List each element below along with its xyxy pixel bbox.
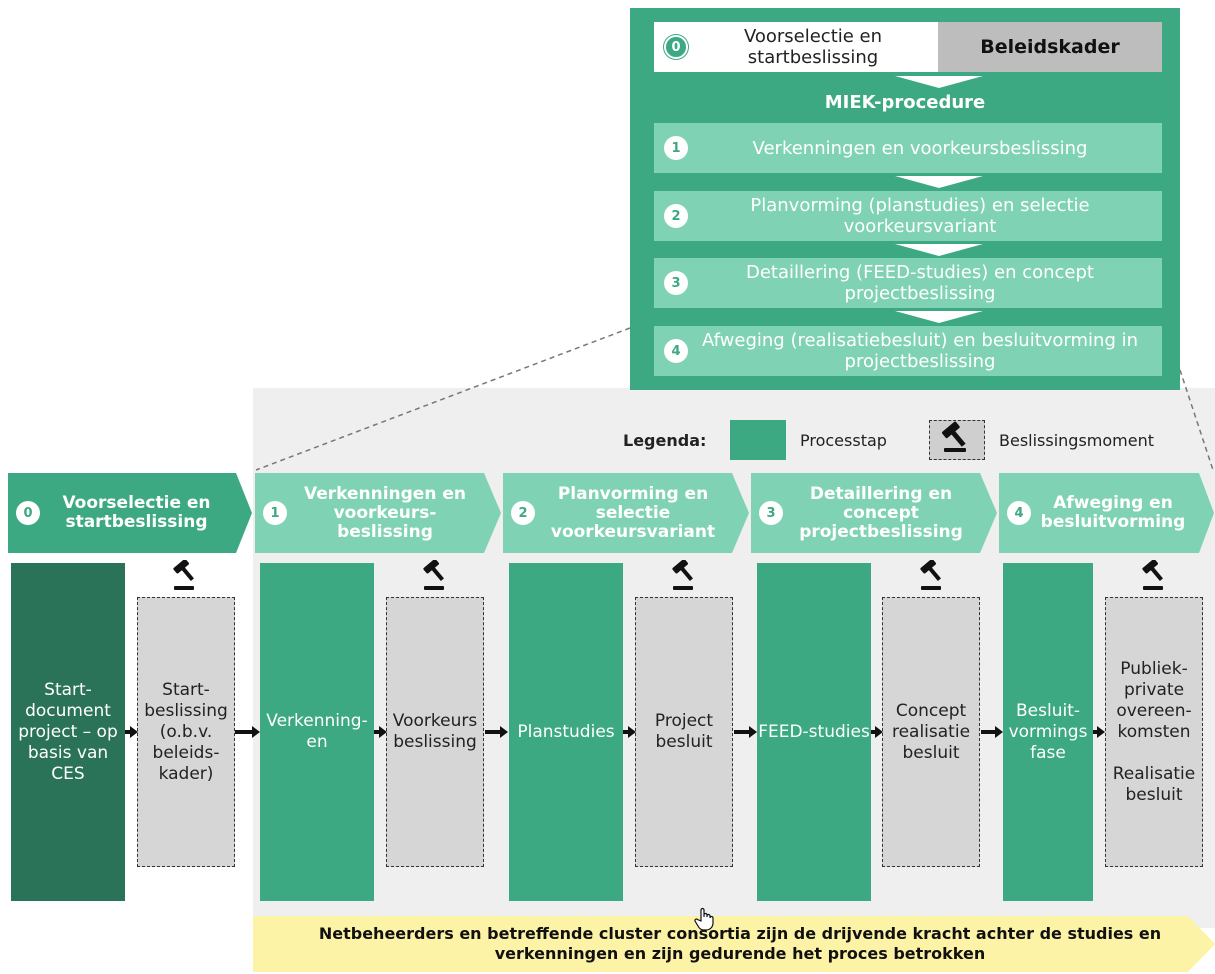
- decision-moment-4: Publiek-private overeen-komsten Realisat…: [1105, 597, 1203, 867]
- down-chevron-icon: [895, 76, 983, 88]
- phase-1-title: Verkenningen en voorkeurs-beslissing: [303, 483, 466, 542]
- arrow-head-icon: [500, 726, 508, 738]
- miek-step-0-label: Voorselectie en startbeslissing: [743, 26, 883, 68]
- gavel-icon: [942, 421, 966, 452]
- miek-step-2-label: Planvorming (planstudies) en selectie vo…: [750, 195, 1090, 237]
- stakeholder-banner: [253, 916, 1215, 972]
- phase-4-header: 4 Afweging en besluitvorming: [999, 473, 1215, 553]
- phase-3-title: Detaillering en concept projectbeslissin…: [799, 483, 963, 542]
- legend-decision-label: Beslissingsmoment: [999, 431, 1155, 450]
- flow-arrow: [125, 730, 131, 734]
- arrow-head-icon: [749, 726, 757, 738]
- miek-step-1-label: Verkenningen en voorkeursbeslissing: [752, 137, 1088, 159]
- hand-cursor-icon: [694, 907, 714, 931]
- step-number-badge: 3: [664, 271, 688, 295]
- phase-4-title: Afweging en besluitvorming: [1040, 493, 1186, 532]
- gavel-icon: [173, 560, 194, 590]
- phase-0-title: Voorselectie en startbeslissing: [62, 493, 211, 532]
- phase-2-title: Planvorming en selectie voorkeursvariant: [550, 483, 716, 542]
- arrow-head-icon: [875, 726, 883, 738]
- gavel-icon: [1142, 560, 1163, 590]
- flow-arrow: [1093, 730, 1098, 734]
- miek-procedure-title: MIEK-procedure: [824, 92, 986, 113]
- flow-arrow: [485, 730, 501, 734]
- arrow-head-icon: [995, 726, 1003, 738]
- arrow-head-icon: [628, 726, 636, 738]
- process-step-4: Besluit-vormings fase: [1003, 563, 1093, 901]
- miek-step-3: 3 Detaillering (FEED-studies) en concept…: [654, 258, 1162, 308]
- legend-title: Legenda:: [623, 431, 707, 450]
- down-chevron-icon: [895, 176, 983, 188]
- legend-decision-swatch: [929, 420, 985, 460]
- flow-arrow: [871, 730, 876, 734]
- step-number-badge: 0: [664, 35, 688, 59]
- miek-step-2: 2 Planvorming (planstudies) en selectie …: [654, 191, 1162, 241]
- miek-step-4-label: Afweging (realisatiebesluit) en besluitv…: [701, 330, 1139, 372]
- miek-step-3-label: Detaillering (FEED-studies) en concept p…: [746, 262, 1094, 304]
- arrow-head-icon: [130, 726, 138, 738]
- phase-0-header: 0 Voorselectie en startbeslissing: [8, 473, 253, 553]
- step-number-badge: 3: [759, 501, 783, 525]
- step-number-badge: 0: [16, 501, 40, 525]
- miek-step-0: 0 Voorselectie en startbeslissing Beleid…: [654, 22, 1162, 72]
- gavel-icon: [672, 560, 693, 590]
- process-step-1: Verkenning-en: [260, 563, 374, 901]
- phase-1-header: 1 Verkenningen en voorkeurs-beslissing: [255, 473, 503, 553]
- decision-moment-0: Start-beslissing (o.b.v. beleids-kader): [137, 597, 235, 867]
- legend-process-label: Processtap: [800, 431, 887, 450]
- phase-1-chevron: [255, 473, 501, 553]
- step-number-badge: 2: [664, 204, 688, 228]
- step-number-badge: 1: [263, 501, 287, 525]
- flow-arrow: [374, 730, 380, 734]
- decision-moment-1: Voorkeurs beslissing: [386, 597, 484, 867]
- down-chevron-icon: [895, 311, 983, 323]
- miek-step-0-label-area: 0 Voorselectie en startbeslissing: [654, 22, 938, 72]
- phase-3-chevron: [751, 473, 997, 553]
- step-number-badge: 1: [664, 136, 688, 160]
- legend-process-swatch: [730, 420, 786, 460]
- step-number-badge: 4: [1007, 501, 1031, 525]
- arrow-head-icon: [1097, 726, 1105, 738]
- flow-arrow: [981, 730, 996, 734]
- stakeholder-banner-text: Netbeheerders en betreffende cluster con…: [318, 924, 1162, 963]
- phase-2-chevron: [503, 473, 749, 553]
- gavel-icon: [920, 560, 941, 590]
- miek-step-4: 4 Afweging (realisatiebesluit) en beslui…: [654, 326, 1162, 376]
- phase-3-header: 3 Detaillering en concept projectbesliss…: [751, 473, 999, 553]
- gavel-icon: [423, 560, 444, 590]
- flow-arrow: [235, 730, 253, 734]
- arrow-head-icon: [379, 726, 387, 738]
- miek-step-1: 1 Verkenningen en voorkeursbeslissing: [654, 123, 1162, 173]
- decision-moment-2: Project besluit: [635, 597, 733, 867]
- decision-moment-3: Concept realisatie besluit: [882, 597, 980, 867]
- phase-0-chevron: [8, 473, 252, 553]
- down-chevron-icon: [895, 244, 983, 256]
- process-step-3: FEED-studies: [757, 563, 871, 901]
- flow-arrow: [734, 730, 750, 734]
- process-step-0: Start-document project – op basis van CE…: [11, 563, 125, 901]
- step-number-badge: 4: [664, 339, 688, 363]
- step-number-badge: 2: [511, 501, 535, 525]
- process-step-2: Planstudies: [509, 563, 623, 901]
- flow-arrow: [623, 730, 629, 734]
- beleidskader-badge: Beleidskader: [938, 22, 1162, 72]
- arrow-head-icon: [252, 726, 260, 738]
- phase-4-chevron: [999, 473, 1214, 553]
- phase-2-header: 2 Planvorming en selectie voorkeursvaria…: [503, 473, 751, 553]
